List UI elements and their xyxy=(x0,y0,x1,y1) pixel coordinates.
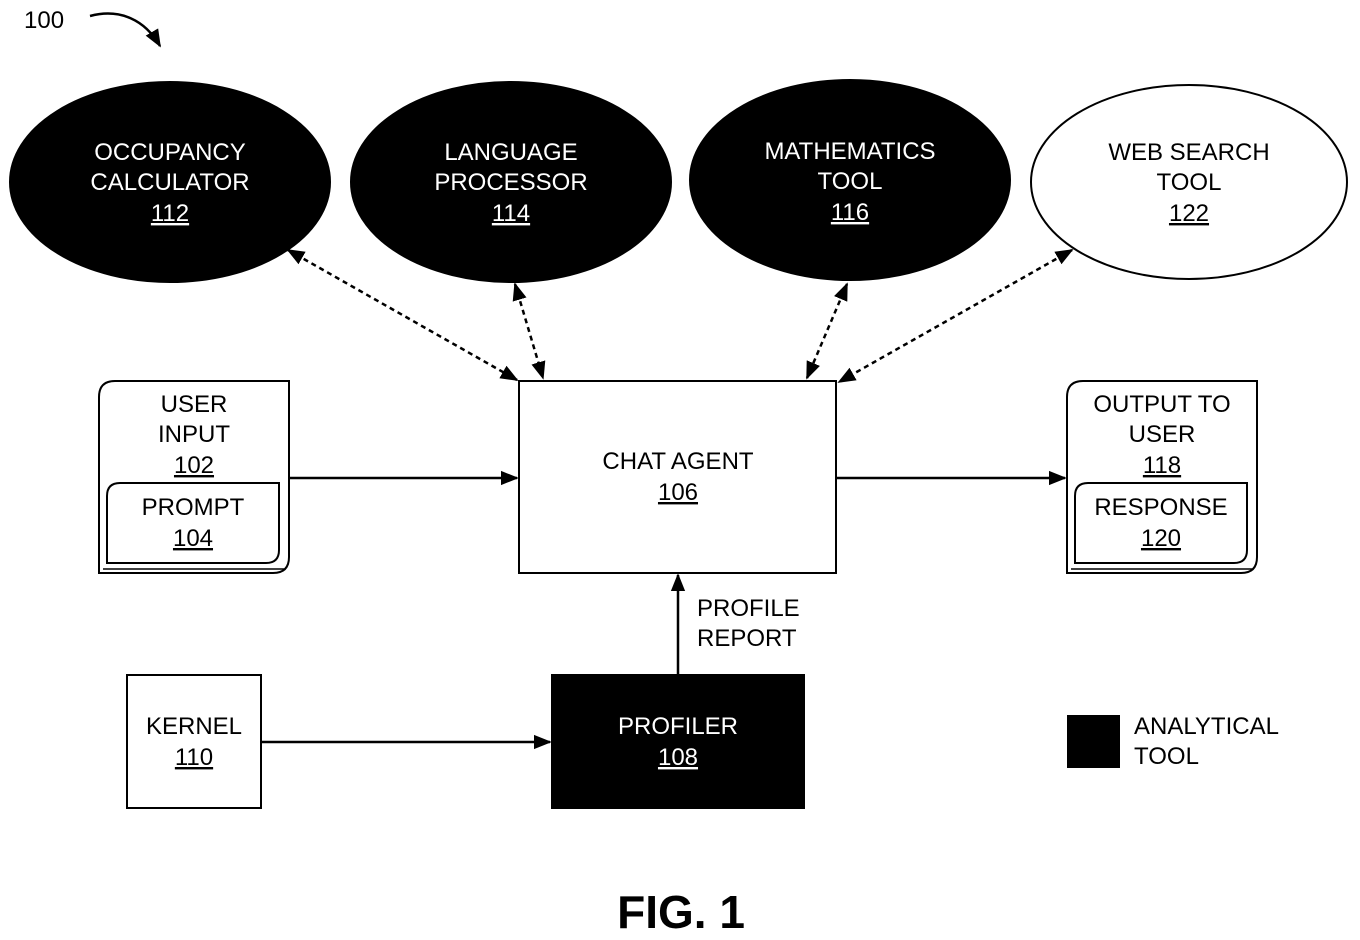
user-input-line1: USER xyxy=(161,391,228,418)
output-line1: OUTPUT TO xyxy=(1093,391,1230,418)
figure-ref-label: 100 xyxy=(24,7,64,34)
legend-swatch xyxy=(1067,715,1120,768)
output-line2: USER xyxy=(1129,421,1196,448)
response-node: RESPONSE 120 xyxy=(1074,482,1248,564)
chat-agent-node: CHAT AGENT 106 xyxy=(518,380,837,574)
user-input-ref: 102 xyxy=(174,452,214,479)
occupancy-link-arrow xyxy=(286,248,519,382)
kernel-node: KERNEL 110 xyxy=(126,674,262,809)
language-ref: 114 xyxy=(492,200,530,227)
occupancy-ref: 112 xyxy=(151,200,189,227)
language-line2: PROCESSOR xyxy=(434,169,587,196)
profiler-label: PROFILER xyxy=(618,713,738,740)
chat-agent-ref: 106 xyxy=(658,479,698,506)
profile-report-line1: PROFILE xyxy=(697,595,800,622)
kernel-ref: 110 xyxy=(175,744,213,771)
kernel-label: KERNEL xyxy=(146,713,242,740)
web-search-tool-node: WEB SEARCH TOOL 122 xyxy=(1030,84,1348,280)
math-link-arrow xyxy=(805,282,849,380)
websearch-line1: WEB SEARCH xyxy=(1108,139,1269,166)
language-line1: LANGUAGE xyxy=(444,139,577,166)
occupancy-line2: CALCULATOR xyxy=(90,169,249,196)
legend-line2: TOOL xyxy=(1134,743,1199,770)
output-ref: 118 xyxy=(1143,452,1181,479)
figure-caption: FIG. 1 xyxy=(617,886,745,938)
prompt-label: PROMPT xyxy=(142,494,245,521)
response-label: RESPONSE xyxy=(1094,494,1227,521)
profiler-ref: 108 xyxy=(658,744,698,771)
occupancy-line1: OCCUPANCY xyxy=(94,139,246,166)
profiler-node: PROFILER 108 xyxy=(551,674,805,809)
language-link-arrow xyxy=(512,282,546,380)
profile-report-line2: REPORT xyxy=(697,625,797,652)
math-line1: MATHEMATICS xyxy=(764,138,935,165)
websearch-ref: 122 xyxy=(1169,200,1209,227)
websearch-line2: TOOL xyxy=(1157,169,1222,196)
occupancy-calculator-node: OCCUPANCY CALCULATOR 112 xyxy=(9,81,331,283)
math-line2: TOOL xyxy=(818,168,883,195)
figure-ref-arrow xyxy=(89,12,162,48)
user-input-line2: INPUT xyxy=(158,421,230,448)
response-ref: 120 xyxy=(1141,525,1181,552)
legend: ANALYTICAL TOOL xyxy=(1067,713,1279,770)
language-processor-node: LANGUAGE PROCESSOR 114 xyxy=(350,81,672,283)
prompt-ref: 104 xyxy=(173,525,213,552)
prompt-node: PROMPT 104 xyxy=(106,482,280,564)
chat-agent-label: CHAT AGENT xyxy=(602,448,753,475)
math-ref: 116 xyxy=(831,199,869,226)
mathematics-tool-node: MATHEMATICS TOOL 116 xyxy=(689,79,1011,281)
legend-line1: ANALYTICAL xyxy=(1134,713,1279,740)
